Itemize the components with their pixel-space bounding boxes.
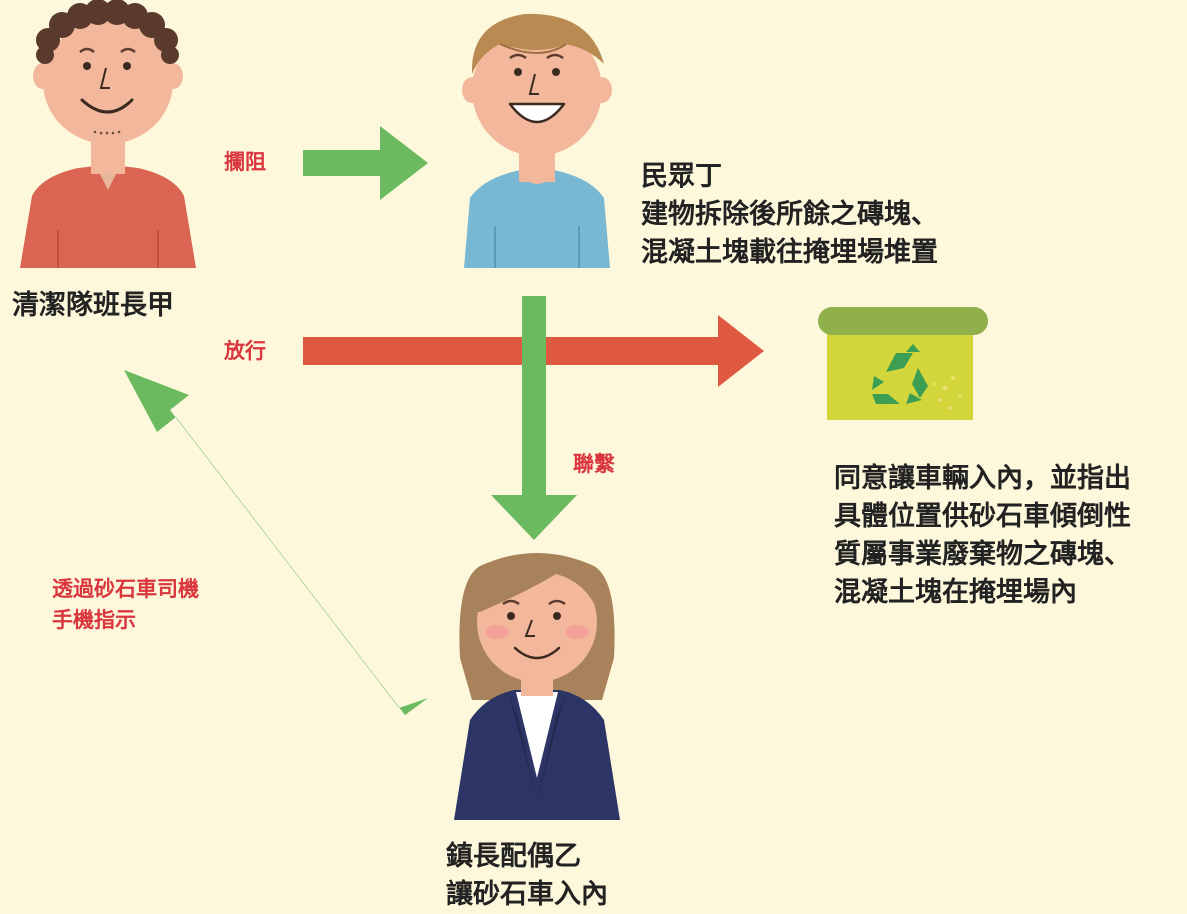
arrow-contact-label: 聯繫 xyxy=(573,452,615,476)
mayor-spouse-name: 鎮長配偶乙 xyxy=(446,841,581,872)
recycle-bin-icon xyxy=(818,307,988,420)
arrow-instruct xyxy=(124,370,428,715)
arrow-contact xyxy=(491,296,577,540)
arrow-release-label: 放行 xyxy=(224,339,266,363)
arrow-block-label: 攔阻 xyxy=(224,150,266,174)
citizen-description-line: 混凝土塊載往掩埋場堆置 xyxy=(641,237,938,268)
person-team-leader-figure xyxy=(20,0,196,268)
citizen-name: 民眾丁 xyxy=(641,161,722,192)
bin-caption: 同意讓車輛入內，並指出 具體位置供砂石車傾倒性 質屬事業廢棄物之磚塊、 混凝土塊… xyxy=(834,460,1131,612)
bin-caption-line: 同意讓車輛入內，並指出 xyxy=(834,463,1131,494)
arrow-block xyxy=(303,126,428,200)
team-leader-name: 清潔隊班長甲 xyxy=(12,290,174,321)
mayor-spouse-description: 鎮長配偶乙 讓砂石車入內 xyxy=(446,838,608,914)
citizen-description: 民眾丁 建物拆除後所餘之磚塊、 混凝土塊載往掩埋場堆置 xyxy=(641,158,938,272)
arrow-instruct-label-line: 透過砂石車司機 xyxy=(52,577,199,601)
arrow-instruct-label-line: 手機指示 xyxy=(52,608,136,632)
bin-caption-line: 具體位置供砂石車傾倒性 xyxy=(834,501,1131,532)
person-mayor-spouse-figure xyxy=(454,553,620,820)
person-citizen-figure xyxy=(462,13,612,268)
mayor-spouse-action: 讓砂石車入內 xyxy=(446,879,608,910)
citizen-description-line: 建物拆除後所餘之磚塊、 xyxy=(641,199,938,230)
bin-caption-line: 質屬事業廢棄物之磚塊、 xyxy=(834,539,1131,570)
bin-caption-line: 混凝土塊在掩埋場內 xyxy=(834,577,1077,608)
arrow-instruct-label: 透過砂石車司機 手機指示 xyxy=(52,574,199,636)
